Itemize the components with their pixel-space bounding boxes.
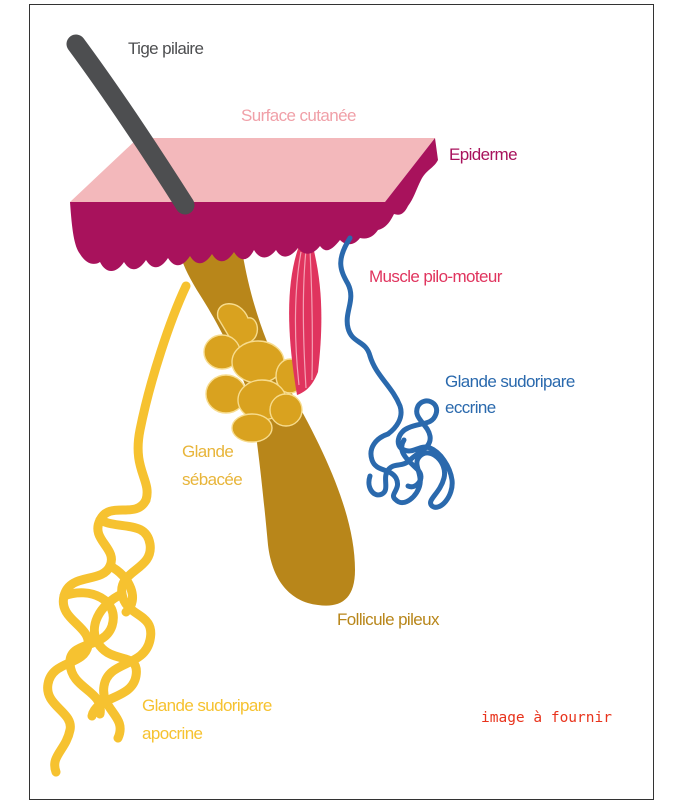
- label-sebaceous-gland-line2: sébacée: [182, 469, 242, 490]
- label-arrector-muscle: Muscle pilo-moteur: [369, 266, 502, 287]
- label-apocrine-gland-line1: Glande sudoripare: [142, 695, 272, 716]
- label-hair-shaft: Tige pilaire: [128, 38, 203, 59]
- label-apocrine-gland-line2: apocrine: [142, 723, 202, 744]
- label-eccrine-gland-line2: eccrine: [445, 397, 496, 418]
- image-placeholder-note: image à fournir: [481, 710, 612, 726]
- label-hair-follicle: Follicule pileux: [337, 609, 439, 630]
- label-eccrine-gland-line1: Glande sudoripare: [445, 371, 575, 392]
- arrector-muscle-shape: [289, 243, 321, 395]
- label-sebaceous-gland-line1: Glande: [182, 441, 233, 462]
- label-epidermis: Epiderme: [449, 144, 517, 165]
- label-skin-surface: Surface cutanée: [241, 105, 356, 126]
- skin-surface-shape: [70, 138, 435, 202]
